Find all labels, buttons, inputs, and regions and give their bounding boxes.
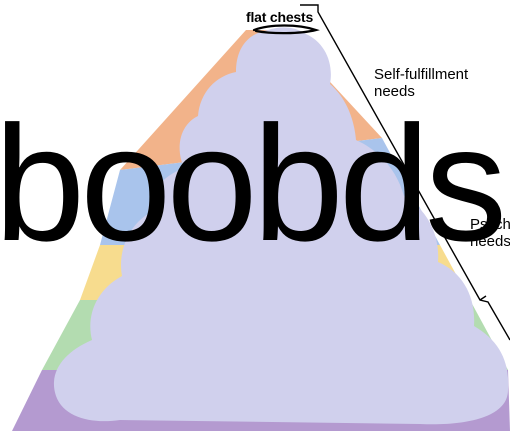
psych-line-2: needs [470, 233, 510, 251]
self-fulfillment-label: Self-fulfillment needs [374, 66, 504, 101]
bracket-tick [479, 295, 487, 301]
paint-blob [53, 27, 509, 425]
self-fulfillment-line-1: Self-fulfillment [374, 66, 469, 83]
overlay-text: boobds [0, 92, 507, 275]
psych-label: Psych needs [470, 216, 510, 251]
underline-scribble [252, 24, 320, 35]
self-fulfillment-line-2: needs [374, 83, 415, 101]
psych-line-1: Psych [470, 216, 510, 233]
bracket-line [300, 4, 510, 341]
top-label: flat chests [246, 9, 314, 25]
